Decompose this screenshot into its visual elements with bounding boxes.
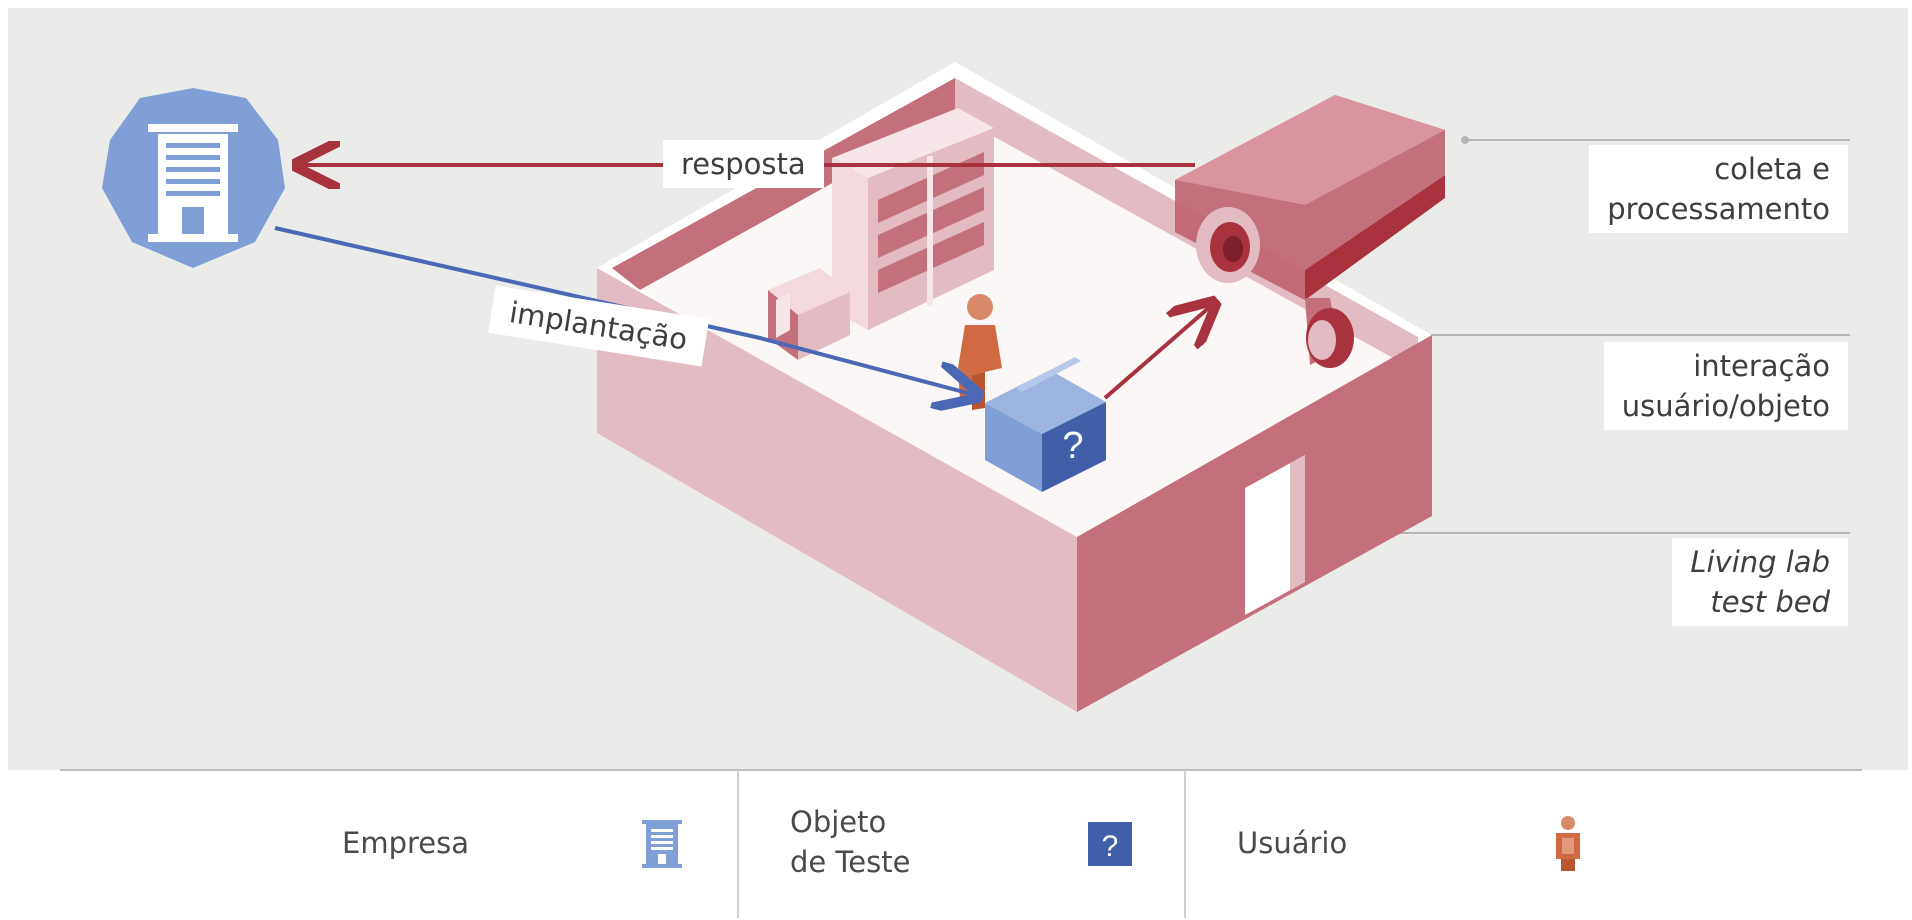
camera: [1175, 95, 1445, 368]
leader-dot-coleta: [1461, 136, 1469, 144]
implantacao-arrow: [274, 226, 975, 395]
interacao-line-1: interação: [1693, 349, 1830, 383]
armchair: [768, 268, 850, 360]
interacao-line-2: usuário/objeto: [1621, 389, 1830, 423]
company-building: [102, 88, 285, 268]
legend-usuario: Usuário: [1237, 826, 1348, 860]
question-box: ?: [985, 357, 1106, 492]
coleta-line-1: coleta e: [1714, 152, 1830, 186]
legend-empresa: Empresa: [342, 826, 469, 860]
resposta-label: resposta: [663, 140, 824, 188]
interacao-label: interação usuário/objeto: [1603, 342, 1848, 430]
legend-question-mark: ?: [1102, 830, 1119, 863]
living-line-2: test bed: [1710, 585, 1830, 619]
coleta-label: coleta e processamento: [1589, 145, 1848, 233]
living-line-1: Living lab: [1690, 545, 1830, 579]
legend-building-icon: [642, 820, 682, 868]
legend-objeto: Objeto de Teste: [790, 802, 910, 882]
legend-person-icon: [1556, 816, 1580, 871]
question-mark: ?: [1062, 425, 1083, 467]
coleta-line-2: processamento: [1607, 192, 1830, 226]
legend-question-box-icon: ?: [1088, 822, 1132, 866]
front-left-wall: [597, 268, 1077, 712]
legend-objeto-line-1: Objeto: [790, 805, 887, 839]
interaction-arrow: [1103, 305, 1212, 400]
legend-objeto-line-2: de Teste: [790, 845, 911, 879]
living-lab-label: Living lab test bed: [1672, 538, 1848, 626]
bookshelf: [832, 108, 994, 330]
